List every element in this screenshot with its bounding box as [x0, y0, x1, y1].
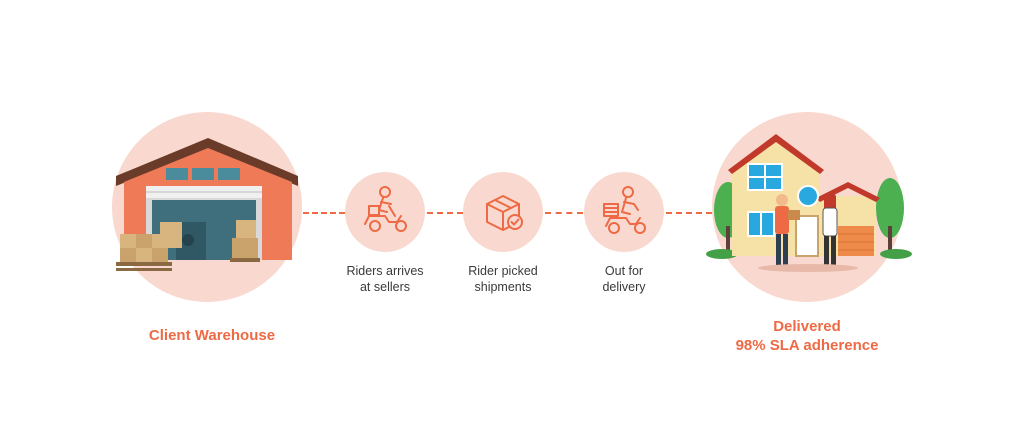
step-out-for-delivery — [584, 172, 664, 252]
connector-1 — [303, 212, 345, 214]
step-rider-picked-label: Rider picked shipments — [468, 264, 538, 294]
step-out-for-delivery-label: Out for delivery — [602, 264, 646, 294]
connector-4 — [666, 212, 712, 214]
step-riders-arrive — [345, 172, 425, 252]
connector-2 — [427, 212, 463, 214]
step-rider-picked — [463, 172, 543, 252]
delivery-scooter-icon — [603, 186, 646, 234]
package-check-icon — [486, 195, 523, 231]
step-riders-arrive-label: Riders arrives at sellers — [346, 264, 424, 294]
scooter-rider-icon — [364, 186, 407, 232]
connector-3 — [545, 212, 583, 214]
delivered-label: Delivered 98% SLA adherence — [735, 318, 879, 354]
warehouse-label: Client Warehouse — [148, 327, 276, 344]
